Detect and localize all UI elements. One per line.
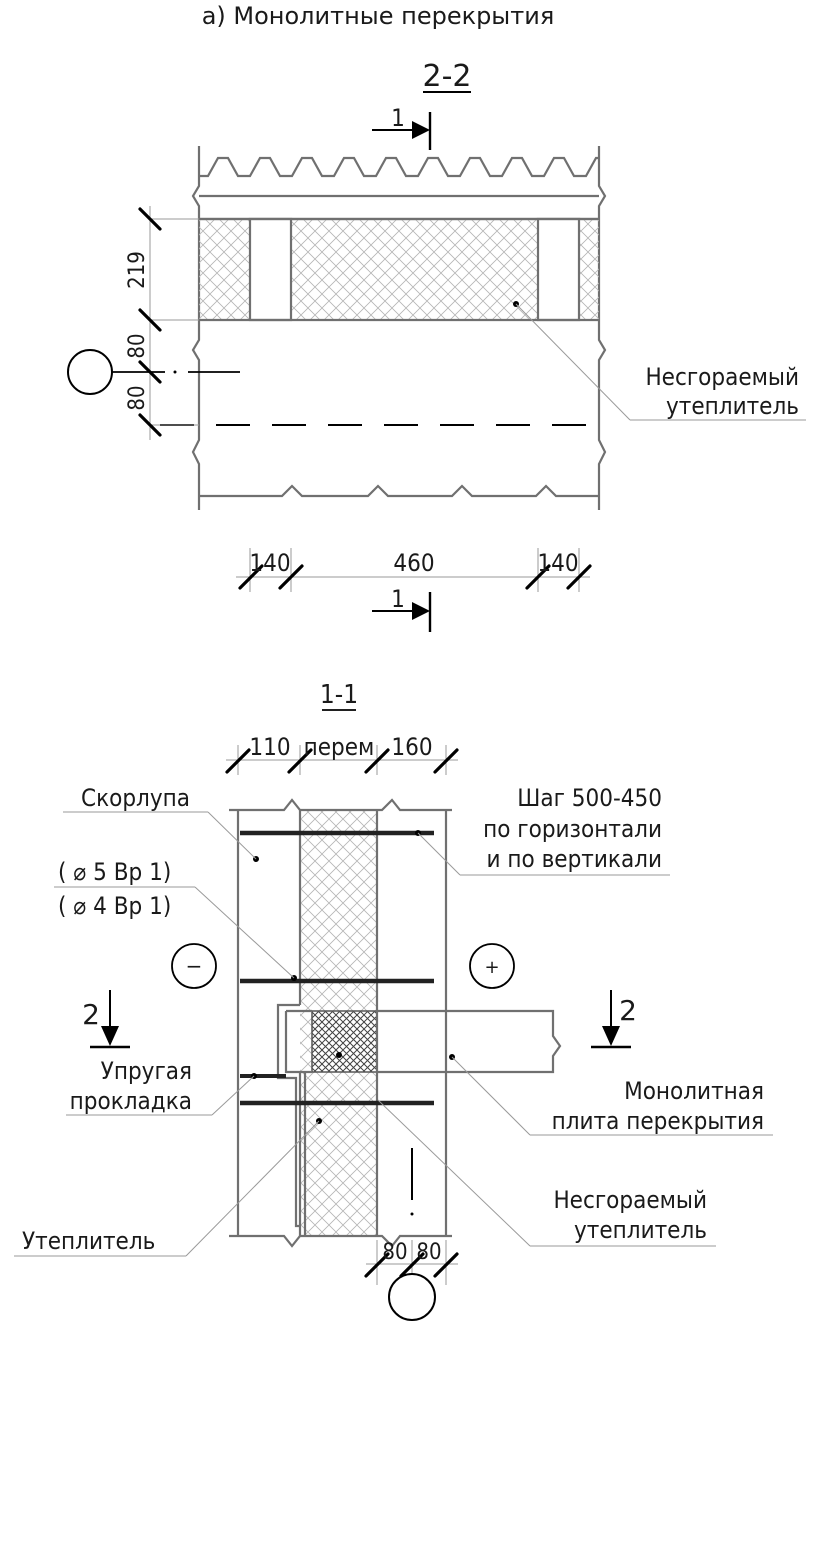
dim-80-lower: 80 [125, 385, 150, 410]
step-line2: по горизонтали [483, 815, 662, 843]
dim-140-left: 140 [249, 549, 290, 577]
rib-right [536, 217, 581, 322]
noncombustible-insert [311, 1010, 378, 1073]
dim-80-b: 80 [416, 1240, 441, 1265]
callout-noncombustible-line1: Несгораемый [645, 363, 799, 391]
pad-line1: Упругая [101, 1057, 192, 1085]
plus-circle [469, 943, 515, 989]
cut-mark-2-left: 2 [82, 990, 130, 1049]
step-line1: Шаг 500-450 [517, 784, 662, 812]
dim-80-a: 80 [382, 1240, 407, 1265]
plus-sign: + [484, 957, 499, 978]
rib-left [248, 217, 293, 322]
section-2-2-title: 2-2 [423, 59, 472, 94]
header-title: а) Монолитные перекрытия [202, 2, 555, 30]
shell-label: Скорлупа [81, 784, 190, 812]
rebar-line2: ( ⌀ 4 Вр 1) [58, 892, 171, 920]
dim-219: 219 [125, 251, 150, 289]
section-1-1-title: 1-1 [320, 680, 358, 710]
axis-bubble-bottom [388, 1273, 436, 1321]
slab-line2: плита перекрытия [552, 1107, 764, 1135]
callout-noncombustible-line2: утеплитель [666, 392, 799, 420]
dim-160: 160 [391, 733, 432, 761]
dim-80-upper: 80 [125, 333, 150, 358]
noncomb-line1: Несгораемый [553, 1186, 707, 1214]
cut-mark-bottom-label: 1 [391, 585, 405, 613]
dim-110: 110 [249, 733, 290, 761]
noncomb-line2: утеплитель [574, 1216, 707, 1244]
rebar-line1: ( ⌀ 5 Вр 1) [58, 858, 171, 886]
slab-line1: Монолитная [624, 1077, 764, 1105]
insul-label: Утеплитель [22, 1227, 155, 1255]
axis-bubble-left [67, 349, 113, 395]
cut-mark-bottom: 1 [372, 585, 432, 632]
step-line3: и по вертикали [487, 845, 663, 873]
dim-140-right: 140 [537, 549, 578, 577]
cut-mark-top: 1 [372, 104, 432, 150]
dim-460: 460 [393, 549, 434, 577]
cut-mark-top-label: 1 [391, 104, 405, 132]
minus-sign: − [186, 954, 203, 978]
section-2-2: 2-2 1 219 [67, 59, 806, 632]
dim-perem: перем [304, 733, 375, 761]
cut-mark-2-right: 2 [591, 990, 637, 1049]
pad-line2: прокладка [70, 1087, 192, 1115]
cut-mark-2-left-label: 2 [82, 998, 100, 1031]
section-1-1: 1-1 110 перем 160 [14, 680, 773, 1321]
minus-circle [171, 943, 217, 989]
cut-mark-2-right-label: 2 [619, 994, 637, 1027]
